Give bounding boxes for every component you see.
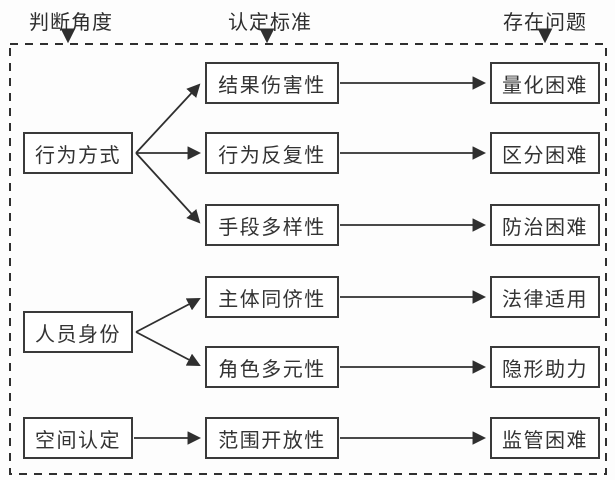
node-space-determination: 空间认定 [23, 417, 133, 459]
node-law-application: 法律适用 [490, 276, 600, 318]
header-judgment-angle: 判断角度 [29, 12, 113, 34]
node-subject-peer: 主体同侪性 [205, 276, 339, 318]
node-prevention-difficulty: 防治困难 [490, 204, 600, 246]
node-scope-openness: 范围开放性 [205, 417, 339, 459]
node-personnel-identity: 人员身份 [23, 311, 133, 353]
arrow-identity-to-role [135, 331, 201, 366]
node-distinguish-difficulty: 区分困难 [490, 132, 600, 174]
node-supervision-difficulty: 监管困难 [490, 417, 600, 459]
node-result-harm: 结果伤害性 [205, 62, 339, 104]
arrow-behavior-to-harm [135, 83, 201, 154]
node-hidden-assistance: 隐形助力 [490, 346, 600, 388]
dashed-border [9, 43, 607, 475]
header-problems: 存在问题 [503, 12, 587, 34]
node-method-diversity: 手段多样性 [205, 204, 339, 246]
arrow-identity-to-peer [135, 298, 201, 333]
node-behavior-repetition: 行为反复性 [205, 132, 339, 174]
node-role-multiplicity: 角色多元性 [205, 346, 339, 388]
header-criteria: 认定标准 [228, 12, 312, 34]
node-quantify-difficulty: 量化困难 [490, 62, 600, 104]
node-behavior-style: 行为方式 [23, 132, 133, 174]
arrow-behavior-to-diversity [135, 152, 201, 224]
